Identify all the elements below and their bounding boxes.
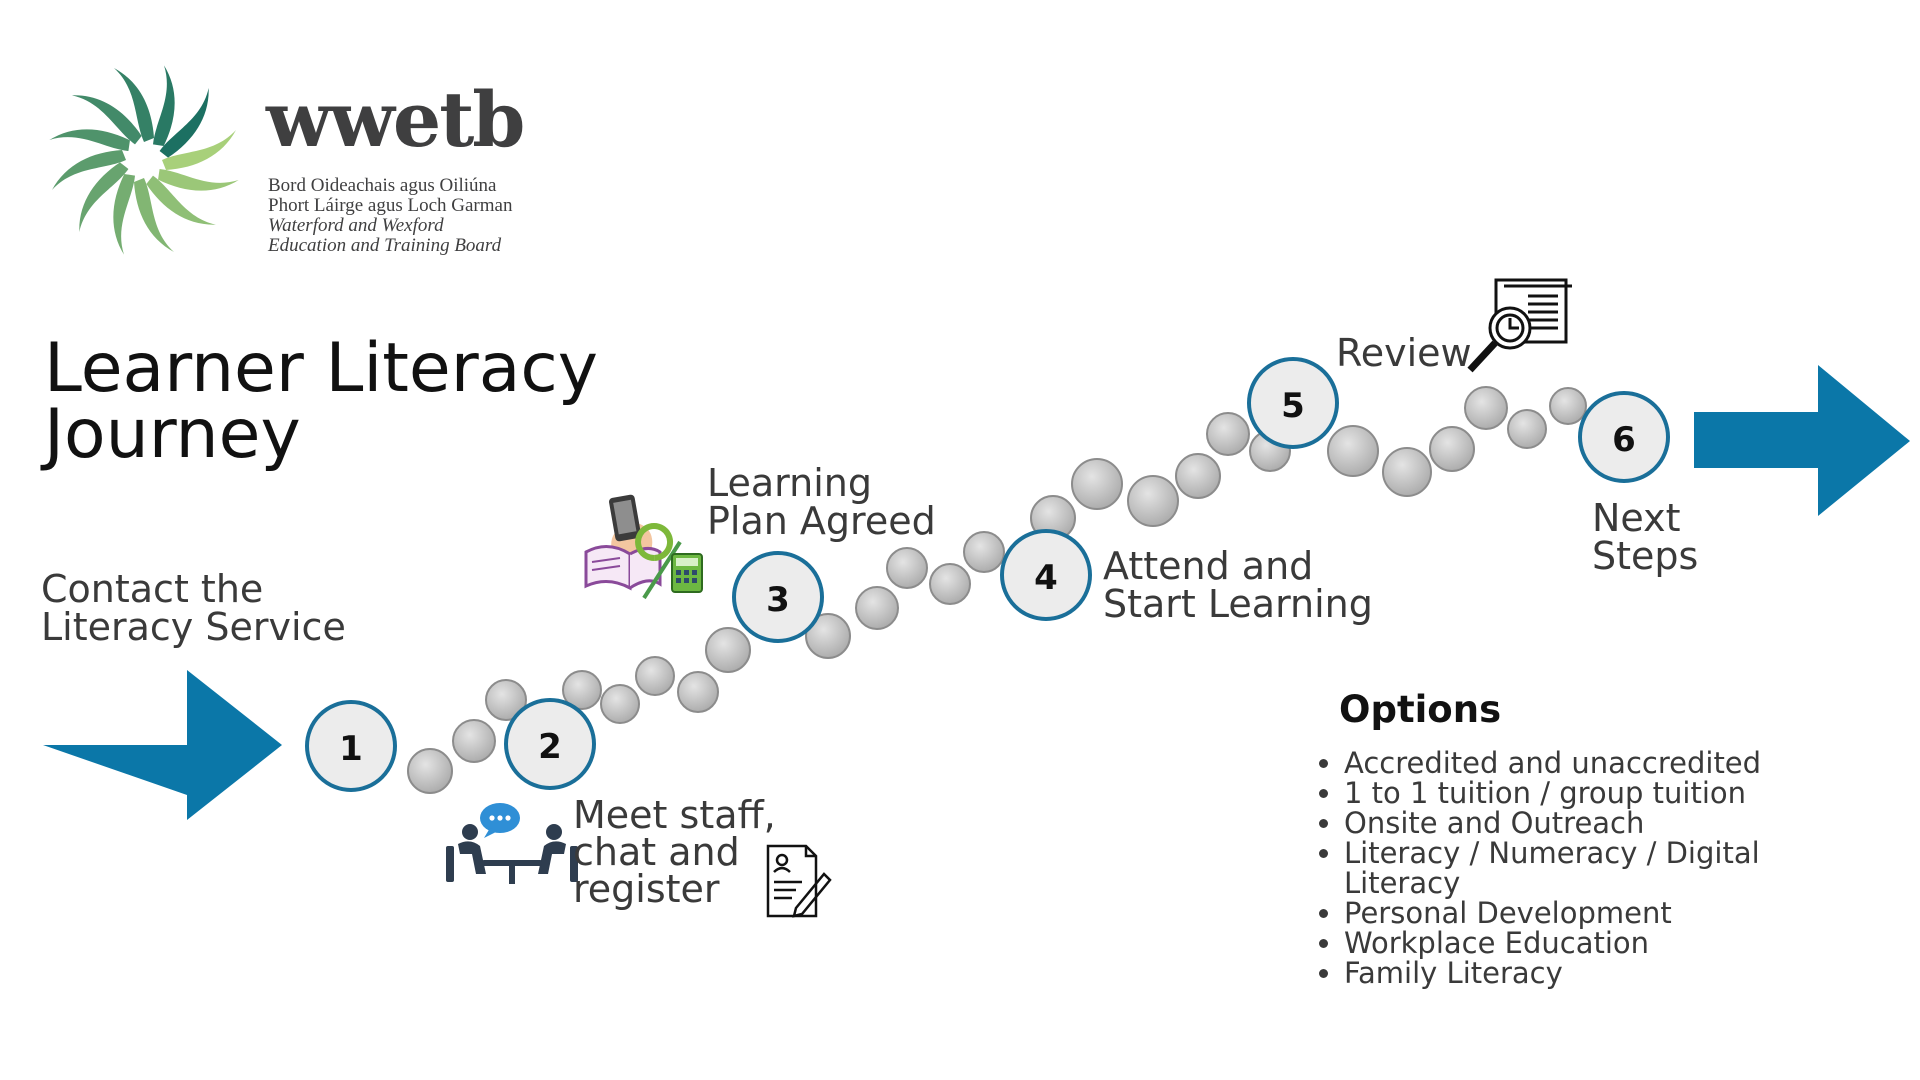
step-label-5: Review <box>1336 331 1472 375</box>
stone <box>407 748 453 794</box>
stepping-stones <box>407 386 1587 794</box>
stone <box>1382 447 1432 497</box>
swirl-logo-icon <box>49 65 239 255</box>
list-item: Family Literacy <box>1344 958 1844 988</box>
stone <box>677 671 719 713</box>
swirl-blade <box>49 129 130 151</box>
list-item: Onsite and Outreach <box>1344 808 1844 838</box>
stone <box>886 547 928 589</box>
stone <box>562 670 602 710</box>
swirl-blade <box>134 178 174 252</box>
swirl-blade <box>52 150 126 190</box>
swirl-blade <box>146 175 216 225</box>
step-number: 5 <box>1281 386 1305 426</box>
step-number: 2 <box>538 727 562 767</box>
logo-wordmark: wwetb <box>266 75 525 164</box>
list-item: 1 to 1 tuition / group tuition <box>1344 778 1844 808</box>
list-item: Literacy / Numeracy / Digital Literacy <box>1344 838 1844 898</box>
start-arrow-icon <box>43 670 282 820</box>
stone <box>1327 425 1379 477</box>
swirl-blade <box>113 174 135 255</box>
swirl-blade <box>114 68 154 142</box>
wwetb-logo: wwetb Bord Oideachais agus Oiliúna Phort… <box>44 60 544 260</box>
stone <box>1206 412 1250 456</box>
stone <box>600 684 640 724</box>
study-tools-icon <box>584 494 703 600</box>
step-label-3: Learning Plan Agreed <box>707 461 936 543</box>
stone <box>1429 426 1475 472</box>
swirl-blade <box>72 95 142 145</box>
document-sign-icon <box>766 844 832 918</box>
meeting-chat-icon <box>446 803 578 884</box>
stone <box>705 627 751 673</box>
report-magnifier-icon <box>1467 278 1572 373</box>
end-arrow-icon <box>1694 365 1910 516</box>
step-marker-6: 6 <box>1578 391 1670 483</box>
step-number: 4 <box>1034 558 1058 598</box>
logo-english-line-2: Education and Training Board <box>268 235 502 256</box>
step-marker-3: 3 <box>732 551 824 643</box>
swirl-blade <box>162 130 236 170</box>
page-title-line-2: Journey <box>44 395 301 474</box>
step-marker-2: 2 <box>504 698 596 790</box>
stone <box>1071 458 1123 510</box>
stone <box>1507 409 1547 449</box>
step-number: 6 <box>1612 420 1636 460</box>
list-item: Personal Development <box>1344 898 1844 928</box>
page-title: Learner Literacy Journey <box>44 329 598 474</box>
step-marker-5: 5 <box>1247 357 1339 449</box>
stone <box>1175 453 1221 499</box>
list-item: Workplace Education <box>1344 928 1844 958</box>
stone <box>635 656 675 696</box>
swirl-blade <box>158 169 239 191</box>
options-heading: Options <box>1339 688 1502 731</box>
stone <box>855 586 899 630</box>
logo-irish-line-2: Phort Láirge agus Loch Garman <box>268 195 513 216</box>
stone <box>1549 387 1587 425</box>
list-item: Accredited and unaccredited <box>1344 748 1844 778</box>
stone <box>805 613 851 659</box>
page-title-line-1: Learner Literacy <box>44 329 598 408</box>
swirl-blade <box>153 65 175 146</box>
stone <box>1127 475 1179 527</box>
stone <box>1464 386 1508 430</box>
step-label-6: Next Steps <box>1592 496 1699 578</box>
step-marker-4: 4 <box>1000 529 1092 621</box>
step-label-1: Contact the Literacy Service <box>41 567 346 649</box>
step-number: 3 <box>766 580 790 620</box>
step-label-2: Meet staff, chat and register <box>573 793 776 911</box>
logo-irish-line-1: Bord Oideachais agus Oiliúna <box>268 175 497 196</box>
options-list: Accredited and unaccredited 1 to 1 tuiti… <box>1316 748 1844 988</box>
swirl-blade <box>79 162 129 232</box>
swirl-blade <box>159 88 209 158</box>
stone <box>485 679 527 721</box>
stone <box>929 563 971 605</box>
stone <box>963 531 1005 573</box>
step-marker-1: 1 <box>305 700 397 792</box>
logo-english-line-1: Waterford and Wexford <box>268 215 444 236</box>
step-number: 1 <box>339 729 363 769</box>
step-label-4: Attend and Start Learning <box>1103 544 1373 626</box>
stone <box>452 719 496 763</box>
